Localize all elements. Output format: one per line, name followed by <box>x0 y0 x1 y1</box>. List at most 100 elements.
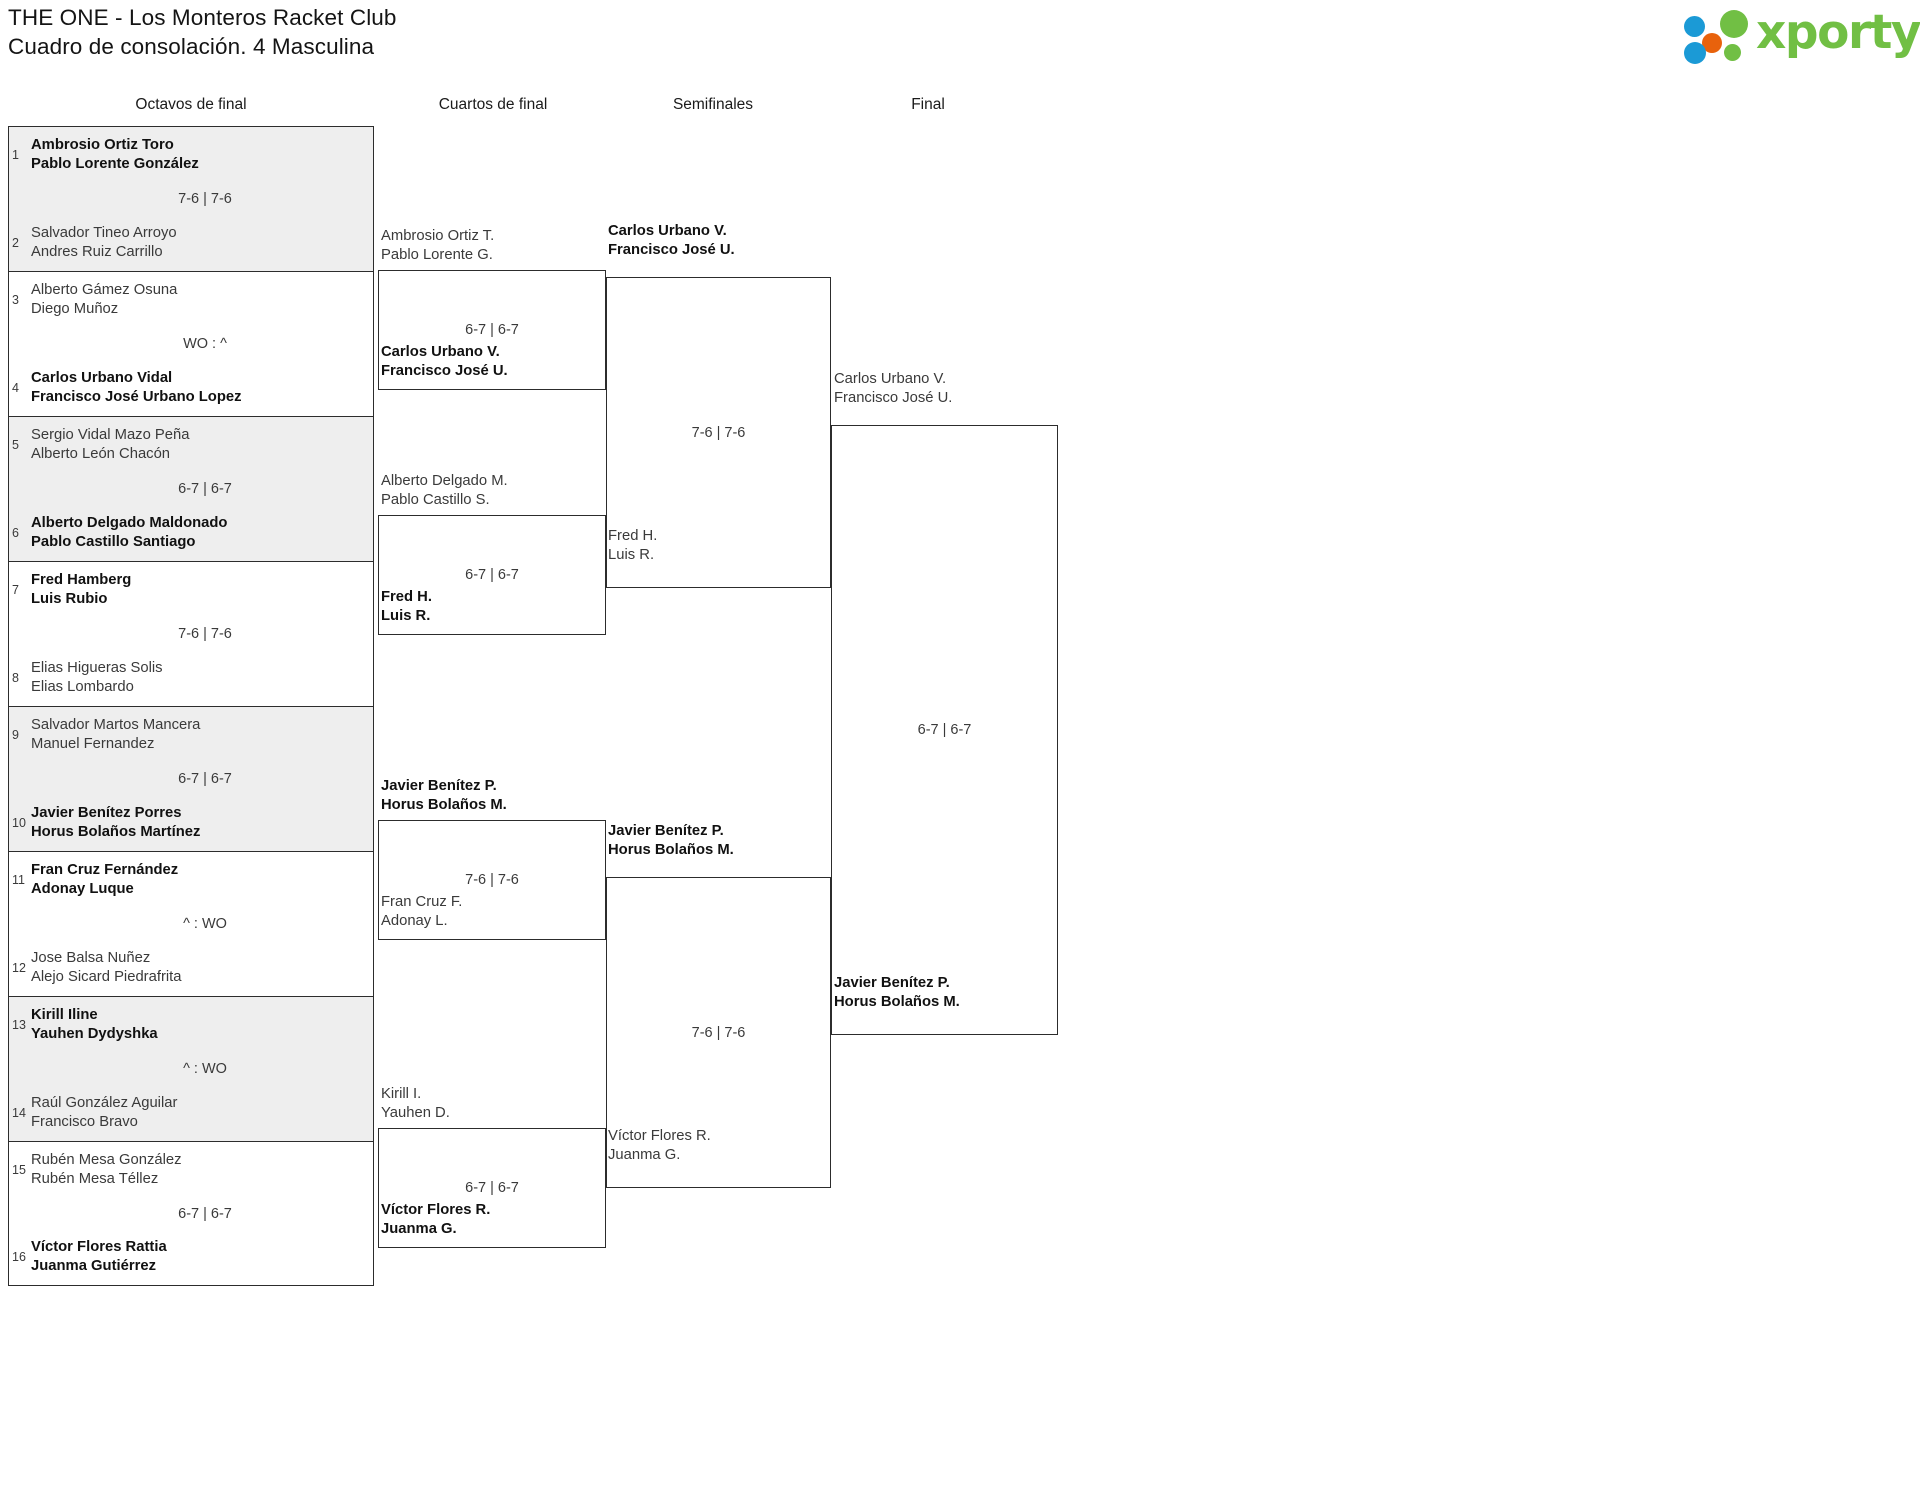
team-top: Rubén Mesa González Rubén Mesa Téllez <box>31 1151 367 1189</box>
player-name: Alberto León Chacón <box>31 445 171 462</box>
final-score: 6-7 | 6-7 <box>917 722 972 738</box>
match-score: 7-6 | 7-6 <box>178 191 232 207</box>
match-row-5[interactable]: 9 Salvador Martos Mancera Manuel Fernand… <box>8 706 374 851</box>
seed-number: 4 <box>12 381 19 395</box>
player-name: Kirill I. <box>381 1086 422 1103</box>
match-row-1[interactable]: 1 Ambrosio Ortiz Toro Pablo Lorente Gonz… <box>8 126 374 271</box>
team-bottom: Jose Balsa Nuñez Alejo Sicard Piedrafrit… <box>31 949 367 987</box>
player-name: Carlos Urbano Vidal <box>31 370 173 387</box>
player-name: Fran Cruz Fernández <box>31 862 179 878</box>
seed-number: 3 <box>12 293 19 307</box>
player-name: Carlos Urbano V. <box>608 223 727 239</box>
player-name: Javier Benítez P. <box>608 823 724 839</box>
player-name: Carlos Urbano V. <box>381 344 500 361</box>
match-row-4[interactable]: 7 Fred Hamberg Luis Rubio 7-6 | 7-6 8 El… <box>8 561 374 706</box>
player-name: Elias Higueras Solis <box>31 660 163 677</box>
match-row-8[interactable]: 15 Rubén Mesa González Rubén Mesa Téllez… <box>8 1141 374 1286</box>
sf1-team-bottom: Fred H. Luis R. <box>608 527 657 565</box>
seed-number: 12 <box>12 961 26 975</box>
team-bottom: Carlos Urbano Vidal Francisco José Urban… <box>31 369 367 407</box>
player-name: Francisco José Urbano Lopez <box>31 389 242 406</box>
team-bottom: Alberto Delgado Maldonado Pablo Castillo… <box>31 514 367 552</box>
round-header-semifinales: Semifinales <box>672 96 754 113</box>
match-row-6[interactable]: 11 Fran Cruz Fernández Adonay Luque ^ : … <box>8 851 374 996</box>
match-row-7[interactable]: 13 Kirill Iline Yauhen Dydyshka ^ : WO 1… <box>8 996 374 1141</box>
player-name: Fred H. <box>608 528 658 544</box>
player-name: Víctor Flores Rattia <box>31 1239 167 1256</box>
player-name: Pablo Castillo S. <box>381 492 490 509</box>
final-box[interactable]: 6-7 | 6-7 <box>831 425 1058 1035</box>
sf-box-1[interactable]: 7-6 | 7-6 <box>606 277 831 588</box>
player-name: Diego Muñoz <box>31 300 119 317</box>
xporty-logo: xporty <box>1684 5 1920 66</box>
qf4-team-top: Kirill I. Yauhen D. <box>381 1085 450 1123</box>
seed-number: 10 <box>12 816 26 830</box>
final-team-top: Carlos Urbano V. Francisco José U. <box>834 370 952 408</box>
player-name: Horus Bolaños M. <box>834 993 960 1010</box>
player-name: Horus Bolaños Martínez <box>31 824 201 841</box>
round-header-final: Final <box>911 96 945 113</box>
player-name: Yauhen Dydyshka <box>31 1025 158 1042</box>
player-name: Luis R. <box>381 608 431 625</box>
qf-box-3[interactable]: Javier Benítez P. Horus Bolaños M. 7-6 |… <box>378 778 606 940</box>
round-header-octavos: Octavos de final <box>135 96 247 113</box>
seed-number: 2 <box>12 236 19 250</box>
page-title: THE ONE - Los Monteros Racket Club Cuadr… <box>8 4 397 62</box>
player-name: Fran Cruz F. <box>381 894 463 911</box>
player-name: Jose Balsa Nuñez <box>31 950 151 967</box>
qf2-team-bottom: Fred H. Luis R. <box>381 588 432 626</box>
match-score: ^ : WO <box>183 916 227 932</box>
player-name: Rubén Mesa González <box>31 1152 182 1168</box>
player-name: Horus Bolaños M. <box>608 841 734 858</box>
match-row-3[interactable]: 5 Sergio Vidal Mazo Peña Alberto León Ch… <box>8 416 374 561</box>
player-name: Javier Benítez Porres <box>31 805 182 822</box>
player-name: Ambrosio Ortiz T. <box>381 228 495 245</box>
sf2-team-top: Javier Benítez P. Horus Bolaños M. <box>608 822 734 860</box>
player-name: Pablo Castillo Santiago <box>31 534 196 551</box>
match-score: 7-6 | 7-6 <box>178 626 232 642</box>
player-name: Adonay Luque <box>31 880 134 897</box>
match-score: WO : ^ <box>183 336 227 352</box>
qf-box-2[interactable]: Alberto Delgado M. Pablo Castillo S. 6-7… <box>378 473 606 635</box>
team-top: Salvador Martos Mancera Manuel Fernandez <box>31 716 367 754</box>
team-top: Fran Cruz Fernández Adonay Luque <box>31 861 367 899</box>
seed-number: 8 <box>12 671 19 685</box>
player-name: Javier Benítez P. <box>834 975 950 991</box>
qf-box-1[interactable]: Ambrosio Ortiz T. Pablo Lorente G. 6-7 |… <box>378 228 606 390</box>
player-name: Fred H. <box>381 589 432 606</box>
player-name: Alberto Gámez Osuna <box>31 282 178 298</box>
qf1-team-top: Ambrosio Ortiz T. Pablo Lorente G. <box>381 227 494 265</box>
team-top: Fred Hamberg Luis Rubio <box>31 571 367 609</box>
seed-number: 1 <box>12 148 19 162</box>
team-bottom: Elias Higueras Solis Elias Lombardo <box>31 659 367 697</box>
sf2-score: 7-6 | 7-6 <box>691 1024 746 1041</box>
match-row-2[interactable]: 3 Alberto Gámez Osuna Diego Muñoz WO : ^… <box>8 271 374 416</box>
team-top: Sergio Vidal Mazo Peña Alberto León Chac… <box>31 426 367 464</box>
player-name: Andres Ruiz Carrillo <box>31 244 163 261</box>
seed-number: 6 <box>12 526 19 540</box>
qf4-team-bottom: Víctor Flores R. Juanma G. <box>381 1201 490 1239</box>
player-name: Yauhen D. <box>381 1105 450 1122</box>
match-score: ^ : WO <box>183 1061 227 1077</box>
qf1-team-bottom: Carlos Urbano V. Francisco José U. <box>381 343 508 381</box>
player-name: Alberto Delgado Maldonado <box>31 515 228 532</box>
seed-number: 13 <box>12 1018 26 1032</box>
team-bottom: Víctor Flores Rattia Juanma Gutiérrez <box>31 1238 367 1276</box>
seed-number: 14 <box>12 1106 26 1120</box>
team-bottom: Javier Benítez Porres Horus Bolaños Mart… <box>31 804 367 842</box>
player-name: Adonay L. <box>381 913 448 930</box>
qf2-score: 6-7 | 6-7 <box>465 567 519 583</box>
sf-box-2[interactable]: 7-6 | 7-6 <box>606 877 831 1188</box>
qf-box-4[interactable]: Kirill I. Yauhen D. 6-7 | 6-7 Víctor Flo… <box>378 1086 606 1248</box>
player-name: Raúl González Aguilar <box>31 1095 178 1112</box>
player-name: Salvador Martos Mancera <box>31 717 201 733</box>
player-name: Ambrosio Ortiz Toro <box>31 137 174 153</box>
seed-number: 5 <box>12 438 19 452</box>
sf2-team-bottom: Víctor Flores R. Juanma G. <box>608 1127 711 1165</box>
team-bottom: Raúl González Aguilar Francisco Bravo <box>31 1094 367 1132</box>
player-name: Elias Lombardo <box>31 679 134 696</box>
player-name: Francisco José U. <box>381 363 508 380</box>
player-name: Francisco José U. <box>834 389 953 406</box>
seed-number: 16 <box>12 1250 26 1264</box>
